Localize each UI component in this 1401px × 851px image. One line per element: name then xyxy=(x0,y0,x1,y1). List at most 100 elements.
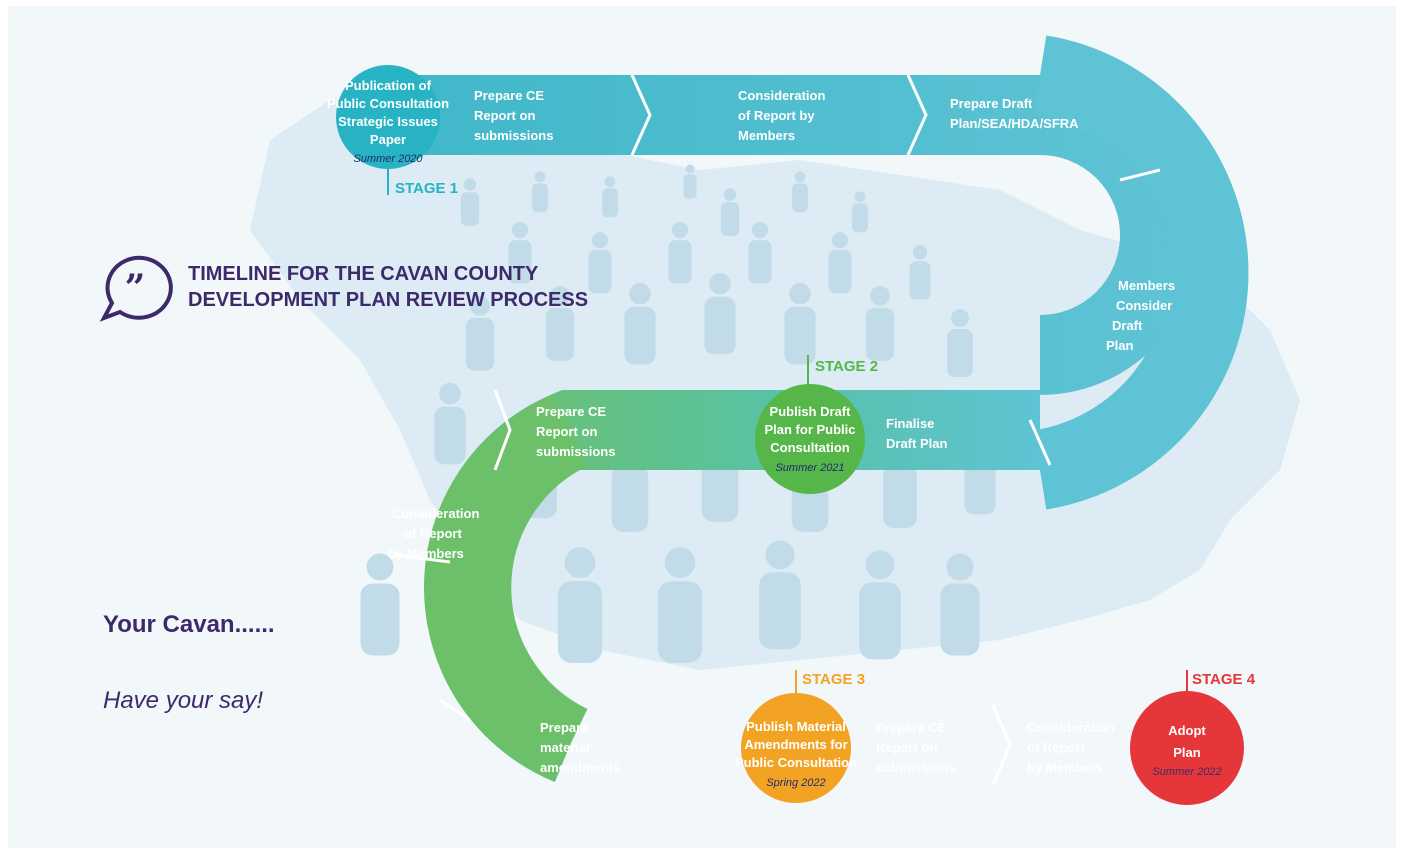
svg-text:Consideration: Consideration xyxy=(738,88,825,103)
person-body xyxy=(360,583,400,656)
step-prepare-material: Prepare material amendments xyxy=(540,720,620,775)
svg-text:Draft Plan: Draft Plan xyxy=(886,436,947,451)
person-head xyxy=(511,222,529,239)
svg-text:Finalise: Finalise xyxy=(886,416,934,431)
person-head xyxy=(709,272,731,295)
stage-4-milestone: STAGE 4 Adopt Plan Summer 2022 xyxy=(1130,670,1256,805)
person-body xyxy=(759,572,801,650)
person-head xyxy=(685,164,695,174)
person-body xyxy=(508,240,532,284)
person-body xyxy=(964,456,996,515)
step-consideration-2: Consideration of Report by Members xyxy=(388,506,479,561)
svg-text:by Members: by Members xyxy=(1027,760,1103,775)
step-consideration-3: Consideration of Report by Members xyxy=(1027,720,1114,775)
person-head xyxy=(765,540,795,570)
person-body xyxy=(602,188,618,218)
svg-text:submissions: submissions xyxy=(474,128,553,143)
stage-3-label: STAGE 3 xyxy=(802,671,865,688)
person-body xyxy=(865,307,895,361)
svg-text:”: ” xyxy=(125,267,146,309)
svg-text:Summer 2021: Summer 2021 xyxy=(775,462,844,474)
svg-text:Prepare Draft: Prepare Draft xyxy=(950,96,1033,111)
person-body xyxy=(611,464,649,532)
svg-text:Public Consultation: Public Consultation xyxy=(735,755,857,770)
svg-text:by Members: by Members xyxy=(388,546,464,561)
step-prepare-ce-report-3: Prepare CE Report on submissions xyxy=(876,720,955,775)
stage-1-label: STAGE 1 xyxy=(395,180,458,197)
person-body xyxy=(828,250,852,294)
person-head xyxy=(870,285,890,306)
person-body xyxy=(657,581,703,663)
person-body xyxy=(460,192,480,226)
svg-text:submissions: submissions xyxy=(536,444,615,459)
svg-text:material: material xyxy=(540,740,590,755)
svg-text:Prepare CE: Prepare CE xyxy=(536,404,606,419)
svg-text:Plan/SEA/HDA/SFRA: Plan/SEA/HDA/SFRA xyxy=(950,116,1079,131)
person-head xyxy=(439,382,461,405)
stage-2-label: STAGE 2 xyxy=(815,358,878,375)
svg-text:Summer 2022: Summer 2022 xyxy=(1152,766,1221,778)
person-body xyxy=(465,317,495,371)
stage-3-milestone: STAGE 3 Publish Material Amendments for … xyxy=(735,670,865,803)
person-body xyxy=(748,240,772,284)
svg-text:Amendments for: Amendments for xyxy=(744,737,847,752)
person-body xyxy=(624,306,656,365)
person-body xyxy=(532,183,548,213)
svg-text:Paper: Paper xyxy=(370,132,406,147)
person-body xyxy=(852,203,868,233)
svg-text:Plan: Plan xyxy=(1173,745,1201,760)
title-line-1: TIMELINE FOR THE CAVAN COUNTY xyxy=(188,263,539,285)
tagline-heading: Your Cavan...... xyxy=(103,611,275,638)
person-head xyxy=(946,553,974,581)
svg-text:of Report: of Report xyxy=(1027,740,1085,755)
step-prepare-ce-report-2: Prepare CE Report on submissions xyxy=(536,404,615,459)
svg-text:Draft: Draft xyxy=(1112,318,1143,333)
person-body xyxy=(792,183,808,213)
svg-text:Prepare CE: Prepare CE xyxy=(876,720,946,735)
step-consideration-1: Consideration of Report by Members xyxy=(738,88,825,143)
svg-text:amendments: amendments xyxy=(540,760,620,775)
svg-text:Consider: Consider xyxy=(1116,298,1172,313)
person-body xyxy=(668,240,692,284)
svg-text:Adopt: Adopt xyxy=(1168,723,1206,738)
person-body xyxy=(883,465,917,529)
svg-text:Plan for Public: Plan for Public xyxy=(764,422,855,437)
person-body xyxy=(557,581,603,663)
stage-1-milestone: STAGE 1 Publication of Public Consultati… xyxy=(327,65,458,197)
svg-text:Consideration: Consideration xyxy=(392,506,479,521)
svg-text:Report on: Report on xyxy=(876,740,937,755)
quote-bubble-icon: ” xyxy=(99,255,173,322)
person-body xyxy=(545,307,575,361)
person-body xyxy=(940,583,980,656)
person-head xyxy=(604,176,616,188)
svg-text:Plan: Plan xyxy=(1106,338,1134,353)
svg-text:Prepare: Prepare xyxy=(540,720,588,735)
svg-text:of Report by: of Report by xyxy=(738,108,815,123)
svg-text:Prepare CE: Prepare CE xyxy=(474,88,544,103)
svg-text:Public Consultation: Public Consultation xyxy=(327,96,449,111)
people-silhouettes xyxy=(360,164,996,663)
person-head xyxy=(794,171,806,183)
svg-text:Publication of: Publication of xyxy=(345,78,432,93)
stage-2-milestone: STAGE 2 Publish Draft Plan for Public Co… xyxy=(755,355,878,494)
person-head xyxy=(463,178,477,191)
person-head xyxy=(629,282,651,305)
svg-text:Report on: Report on xyxy=(474,108,535,123)
person-body xyxy=(588,250,612,294)
svg-text:Spring 2022: Spring 2022 xyxy=(766,777,825,789)
svg-text:Consultation: Consultation xyxy=(770,440,849,455)
person-head xyxy=(789,282,811,305)
person-body xyxy=(720,202,740,236)
person-head xyxy=(591,232,609,249)
person-head xyxy=(854,191,866,203)
person-head xyxy=(912,245,928,260)
timeline-band-left-curve xyxy=(431,394,589,781)
person-head xyxy=(550,285,570,306)
svg-text:of Report: of Report xyxy=(404,526,462,541)
step-prepare-ce-report-1: Prepare CE Report on submissions xyxy=(474,88,553,143)
person-head xyxy=(671,222,689,239)
person-body xyxy=(909,261,931,300)
svg-text:Summer 2020: Summer 2020 xyxy=(353,153,423,165)
chevron-separators xyxy=(394,74,1161,786)
